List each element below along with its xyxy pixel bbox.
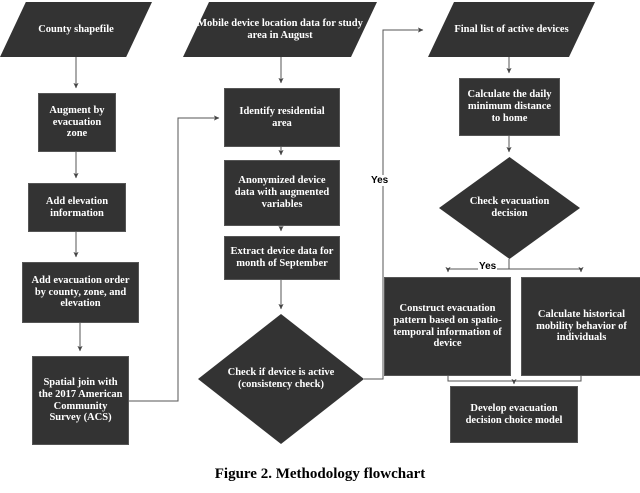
calculate-daily-minimum-distance-to-home-node-label: Calculate the daily minimum distance to …	[467, 89, 552, 124]
augment-by-evacuation-zone-node: Augment by evacuation zone	[38, 93, 116, 152]
construct-evacuation-pattern-node-label: Construct evacuation pattern based on sp…	[393, 303, 502, 350]
mobile-device-location-data-node-shape	[183, 2, 377, 57]
edge-label-yes-evacuation: Yes	[478, 261, 498, 272]
augment-by-evacuation-zone-node-label: Augment by evacuation zone	[49, 104, 105, 140]
check-if-device-is-active-node: Check if device is active (consistency c…	[198, 314, 364, 444]
final-list-of-active-devices-node: Final list of active devices	[428, 2, 595, 57]
edge-calculate-historical-mobility-to-develop-evacuation-model	[511, 376, 582, 385]
calculate-historical-mobility-behavior-node-label: Calculate historical mobility behavior o…	[536, 308, 627, 344]
construct-evacuation-pattern-node: Construct evacuation pattern based on sp…	[384, 277, 511, 376]
final-list-of-active-devices-node-shape	[428, 2, 595, 57]
add-elevation-information-node: Add elevation information	[28, 183, 126, 232]
edge-check-evacuation-decision-to-calculate-historical-mobility	[508, 259, 584, 273]
add-evacuation-order-node: Add evacuation order by county, zone, an…	[22, 262, 139, 323]
identify-residential-area-node: Identify residential area	[224, 88, 340, 147]
identify-residential-area-node-label: Identify residential area	[239, 105, 325, 129]
extract-device-data-node-label: Extract device data for month of Septemb…	[230, 246, 334, 269]
mobile-device-location-data-node-label: Mobile device location data for study ar…	[197, 17, 363, 41]
extract-device-data-node: Extract device data for month of Septemb…	[224, 236, 340, 280]
anonymized-device-data-node: Anonymized device data with augmented va…	[224, 160, 340, 226]
edge-construct-evacuation-pattern-to-develop-evacuation-model	[447, 376, 514, 382]
county-shapefile-node-shape	[0, 2, 152, 57]
county-shapefile-node-label: County shapefile	[38, 23, 114, 35]
check-if-device-is-active-node-label: Check if device is active (consistency c…	[227, 367, 335, 390]
calculate-historical-mobility-behavior-node: Calculate historical mobility behavior o…	[521, 277, 640, 376]
check-evacuation-decision-node-label: Check evacuation decision	[469, 196, 550, 219]
develop-evacuation-decision-choice-model-node-label: Develop evacuation decision choice model	[465, 402, 563, 426]
check-evacuation-decision-node: Check evacuation decision	[439, 157, 580, 259]
add-evacuation-order-node-label: Add evacuation order by county, zone, an…	[31, 274, 130, 310]
spatial-join-acs-node-label: Spatial join with the 2017 American Comm…	[38, 377, 123, 424]
spatial-join-acs-node: Spatial join with the 2017 American Comm…	[32, 356, 129, 445]
figure-caption: Figure 2. Methodology flowchart	[214, 466, 426, 482]
edge-label-yes-device-active: Yes	[370, 175, 390, 186]
calculate-daily-minimum-distance-to-home-node: Calculate the daily minimum distance to …	[459, 78, 560, 136]
add-elevation-information-node-label: Add elevation information	[45, 195, 109, 219]
anonymized-device-data-node-label: Anonymized device data with augmented va…	[234, 175, 330, 210]
develop-evacuation-decision-choice-model-node: Develop evacuation decision choice model	[450, 386, 578, 443]
final-list-of-active-devices-node-label: Final list of active devices	[454, 23, 569, 35]
county-shapefile-node: County shapefile	[0, 2, 152, 57]
mobile-device-location-data-node: Mobile device location data for study ar…	[183, 2, 377, 57]
